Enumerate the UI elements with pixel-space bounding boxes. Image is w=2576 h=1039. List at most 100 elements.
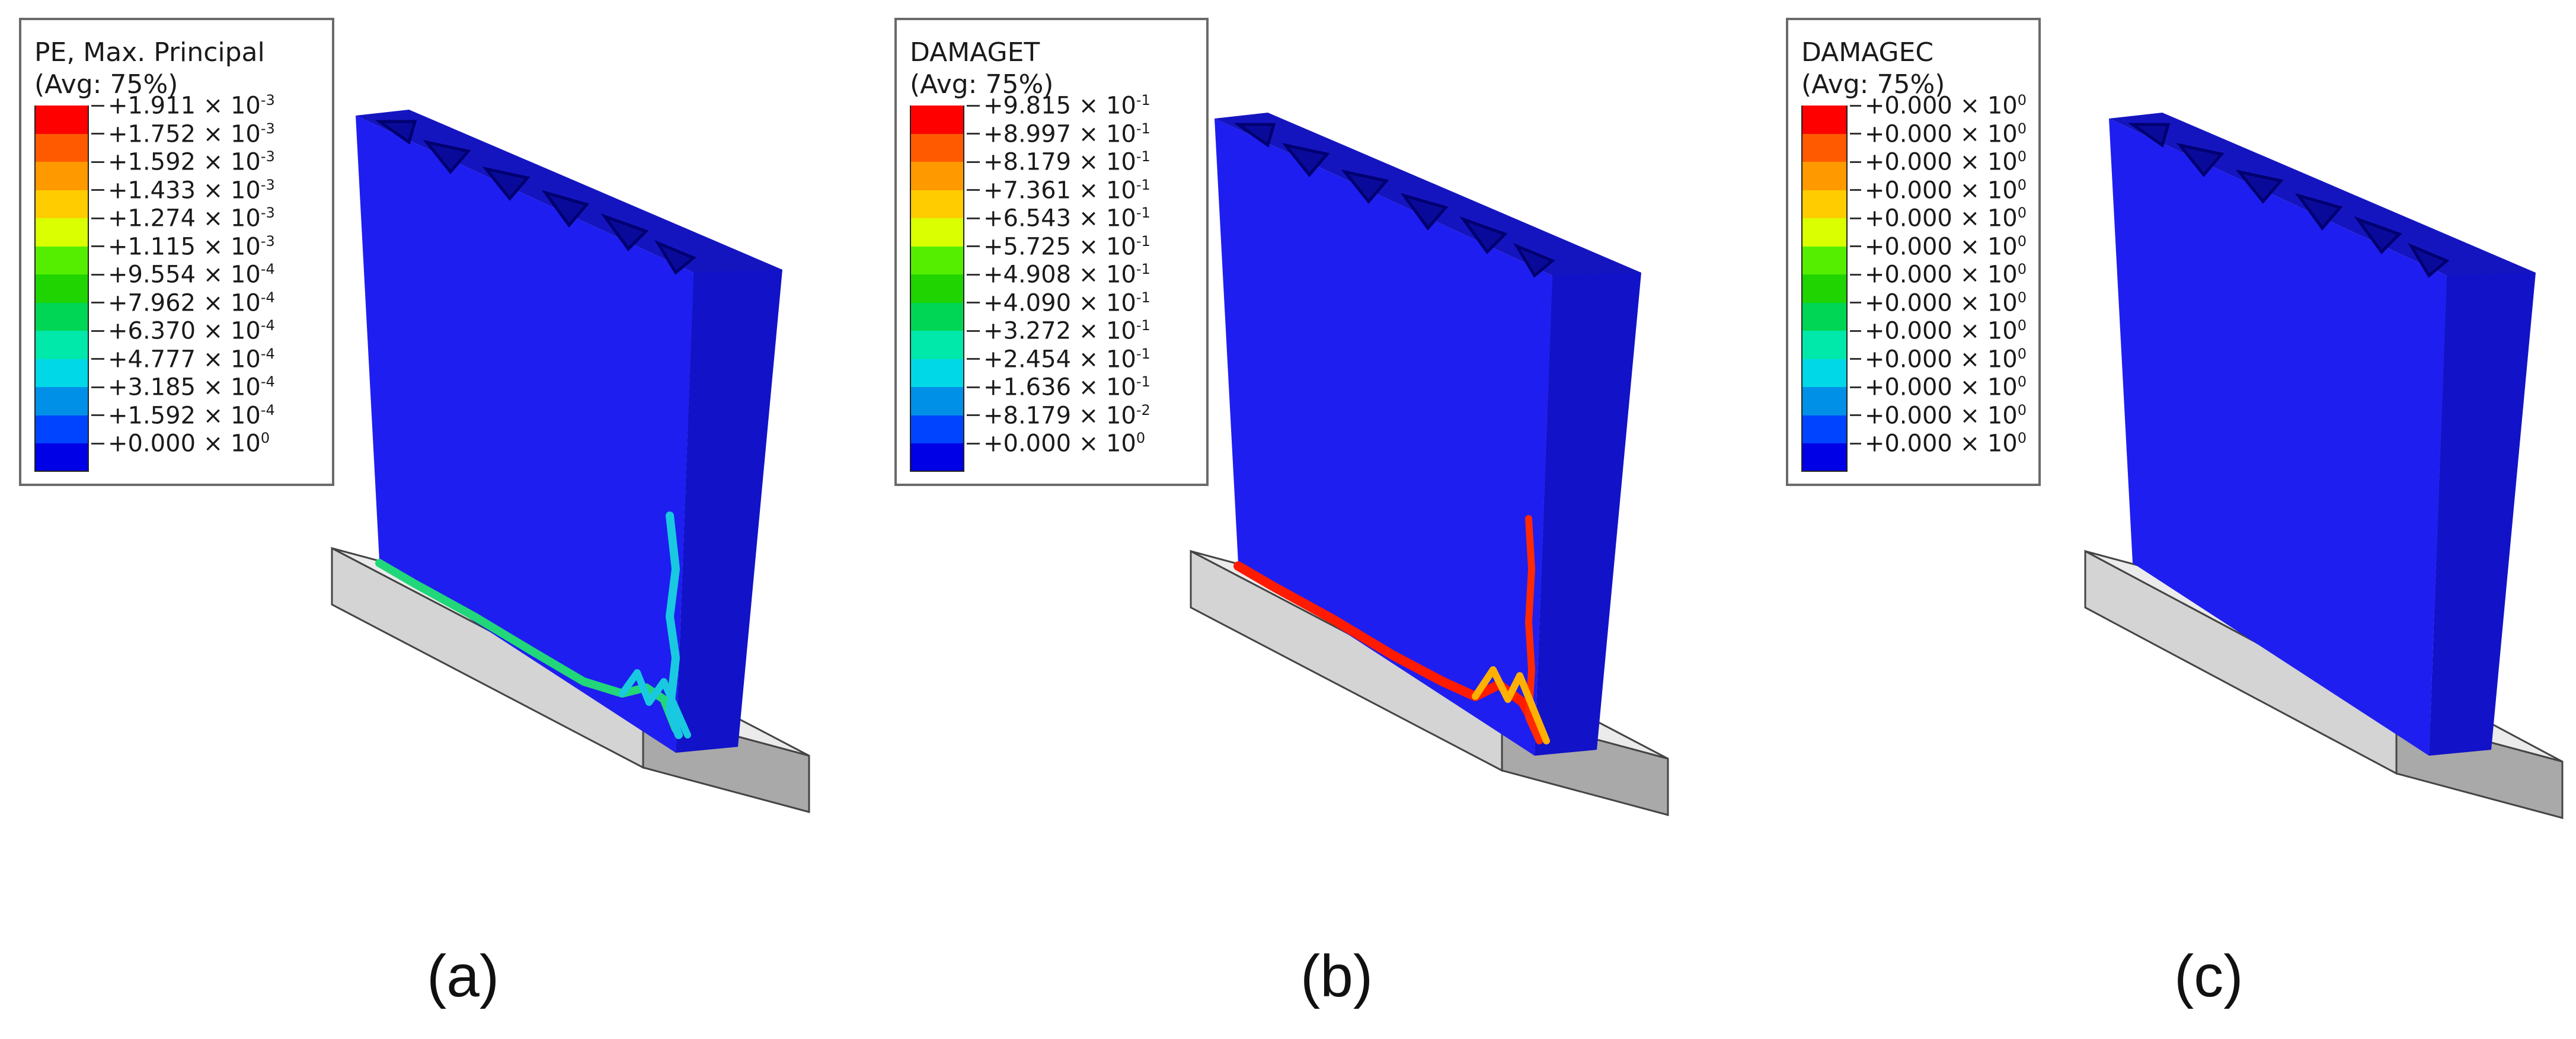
legend-swatch — [1801, 302, 1848, 331]
legend-row: +0.000 × 100 — [910, 430, 1194, 472]
legend-swatch — [1801, 106, 1848, 134]
legend-value: +1.433 × 10 — [108, 176, 261, 204]
legend-value: +4.908 × 10 — [983, 261, 1136, 289]
legend-exponent: -1 — [1136, 92, 1150, 109]
legend-row: +1.636 × 10-1 — [910, 373, 1194, 415]
legend-value: +0.000 × 10 — [1864, 204, 2018, 232]
legend-row: +4.090 × 10-1 — [910, 289, 1194, 331]
hollow-cells — [375, 120, 696, 275]
legend-exponent: -3 — [260, 148, 275, 165]
legend-value: +1.115 × 10 — [108, 232, 261, 260]
legend-row: +1.592 × 10-4 — [34, 402, 320, 443]
legend-swatch — [1801, 274, 1848, 303]
legend-value: +0.000 × 10 — [1864, 373, 2018, 401]
legend-scale: +1.911 × 10-3 +1.752 × 10-3 +1.592 × 10-… — [34, 92, 320, 472]
legend-value: +6.543 × 10 — [983, 204, 1136, 232]
legend-value: +0.000 × 10 — [983, 430, 1136, 458]
panel-caption: (a) — [427, 943, 500, 1009]
legend-swatch — [910, 133, 964, 162]
legend-row: +0.000 × 100 — [1801, 289, 2027, 331]
legend-swatch — [910, 162, 964, 190]
legend-value: +5.725 × 10 — [983, 232, 1136, 260]
legend-swatch — [1801, 218, 1848, 247]
legend-row: +9.554 × 10-4 — [34, 261, 320, 303]
legend-swatch — [910, 415, 964, 443]
legend-exponent: -1 — [1136, 317, 1150, 334]
panel-a: PE, Max. Principal (Avg: 75%) +1.911 × 1… — [0, 0, 859, 1039]
legend-swatch — [34, 415, 89, 443]
legend-row: +0.000 × 100 — [1801, 430, 2027, 472]
legend-row: +6.543 × 10-1 — [910, 204, 1194, 247]
legend-value: +0.000 × 10 — [1864, 401, 2018, 429]
legend-row: +0.000 × 100 — [1801, 346, 2027, 387]
panel-caption: (b) — [1300, 943, 1373, 1009]
legend-row: +0.000 × 100 — [1801, 92, 2027, 134]
legend-row: +1.752 × 10-3 — [34, 120, 320, 162]
legend-row: +8.179 × 10-2 — [910, 402, 1194, 443]
legend-row: +8.179 × 10-1 — [910, 148, 1194, 190]
model-view-c — [2084, 113, 2564, 819]
legend-value: +0.000 × 10 — [108, 430, 261, 458]
legend-value: +3.272 × 10 — [983, 317, 1136, 345]
legend-swatch — [910, 443, 964, 472]
legend-swatch — [34, 190, 89, 218]
legend-swatch — [1801, 331, 1848, 359]
legend-exponent: -3 — [260, 232, 275, 250]
legend-title: DAMAGET — [910, 37, 1040, 68]
legend-scale: +0.000 × 100 +0.000 × 100 +0.000 × 100 +… — [1801, 92, 2027, 472]
wall-front-face — [2109, 119, 2447, 756]
legend-value: +6.370 × 10 — [108, 317, 261, 345]
legend-value: +0.000 × 10 — [1864, 232, 2018, 260]
legend-swatch — [34, 302, 89, 331]
legend-value: +9.815 × 10 — [983, 92, 1136, 120]
legend-exponent: -1 — [1136, 261, 1150, 278]
legend-exponent: 0 — [2017, 232, 2027, 250]
legend-exponent: -4 — [260, 317, 275, 334]
legend-row: +4.777 × 10-4 — [34, 346, 320, 387]
legend-exponent: -1 — [1136, 289, 1150, 306]
legend-row: +1.274 × 10-3 — [34, 204, 320, 247]
legend-exponent: -1 — [1136, 204, 1150, 222]
legend-exponent: -2 — [1136, 401, 1150, 418]
legend-row: +0.000 × 100 — [1801, 177, 2027, 218]
legend-averaging: (Avg: 75%) — [1801, 69, 1945, 100]
legend-row: +0.000 × 100 — [34, 430, 320, 472]
legend-row: +3.272 × 10-1 — [910, 317, 1194, 359]
legend-exponent: -3 — [260, 92, 275, 109]
legend-value: +9.554 × 10 — [108, 261, 261, 289]
legend-exponent: -1 — [1136, 232, 1150, 250]
legend-value: +3.185 × 10 — [108, 373, 261, 401]
legend-row: +0.000 × 100 — [1801, 373, 2027, 415]
legend-exponent: 0 — [260, 430, 270, 447]
panel-c: DAMAGEC (Avg: 75%) +0.000 × 100 +0.000 ×… — [1718, 0, 2576, 1039]
legend-row: +3.185 × 10-4 — [34, 373, 320, 415]
legend-row: +0.000 × 100 — [1801, 233, 2027, 274]
legend-exponent: 0 — [2017, 345, 2027, 362]
legend-value: +1.592 × 10 — [108, 401, 261, 429]
legend-swatch — [34, 387, 89, 415]
legend-averaging: (Avg: 75%) — [34, 69, 178, 100]
legend-averaging: (Avg: 75%) — [910, 69, 1054, 100]
hollow-cells — [2128, 123, 2450, 278]
legend-value: +0.000 × 10 — [1864, 92, 2018, 120]
panel-b: DAMAGET (Avg: 75%) +9.815 × 10-1 +8.997 … — [859, 0, 1718, 1039]
legend-value: +7.361 × 10 — [983, 176, 1136, 204]
legend-swatch — [910, 331, 964, 359]
legend-exponent: -4 — [260, 345, 275, 362]
legend-swatch — [34, 162, 89, 190]
legend-exponent: 0 — [2017, 289, 2027, 306]
legend-value: +0.000 × 10 — [1864, 345, 2018, 373]
legend-title: DAMAGEC — [1801, 37, 1934, 68]
legend-value: +2.454 × 10 — [983, 345, 1136, 373]
legend-value: +1.274 × 10 — [108, 204, 261, 232]
legend-row: +7.361 × 10-1 — [910, 177, 1194, 218]
legend-value: +1.752 × 10 — [108, 120, 261, 148]
legend-row: +0.000 × 100 — [1801, 261, 2027, 303]
legend-swatch — [1801, 162, 1848, 190]
legend-value: +4.090 × 10 — [983, 289, 1136, 317]
legend-value: +8.179 × 10 — [983, 148, 1136, 176]
legend-exponent: -4 — [260, 261, 275, 278]
legend-value: +8.179 × 10 — [983, 401, 1136, 429]
legend-swatch — [34, 133, 89, 162]
legend-row: +1.911 × 10-3 — [34, 92, 320, 134]
